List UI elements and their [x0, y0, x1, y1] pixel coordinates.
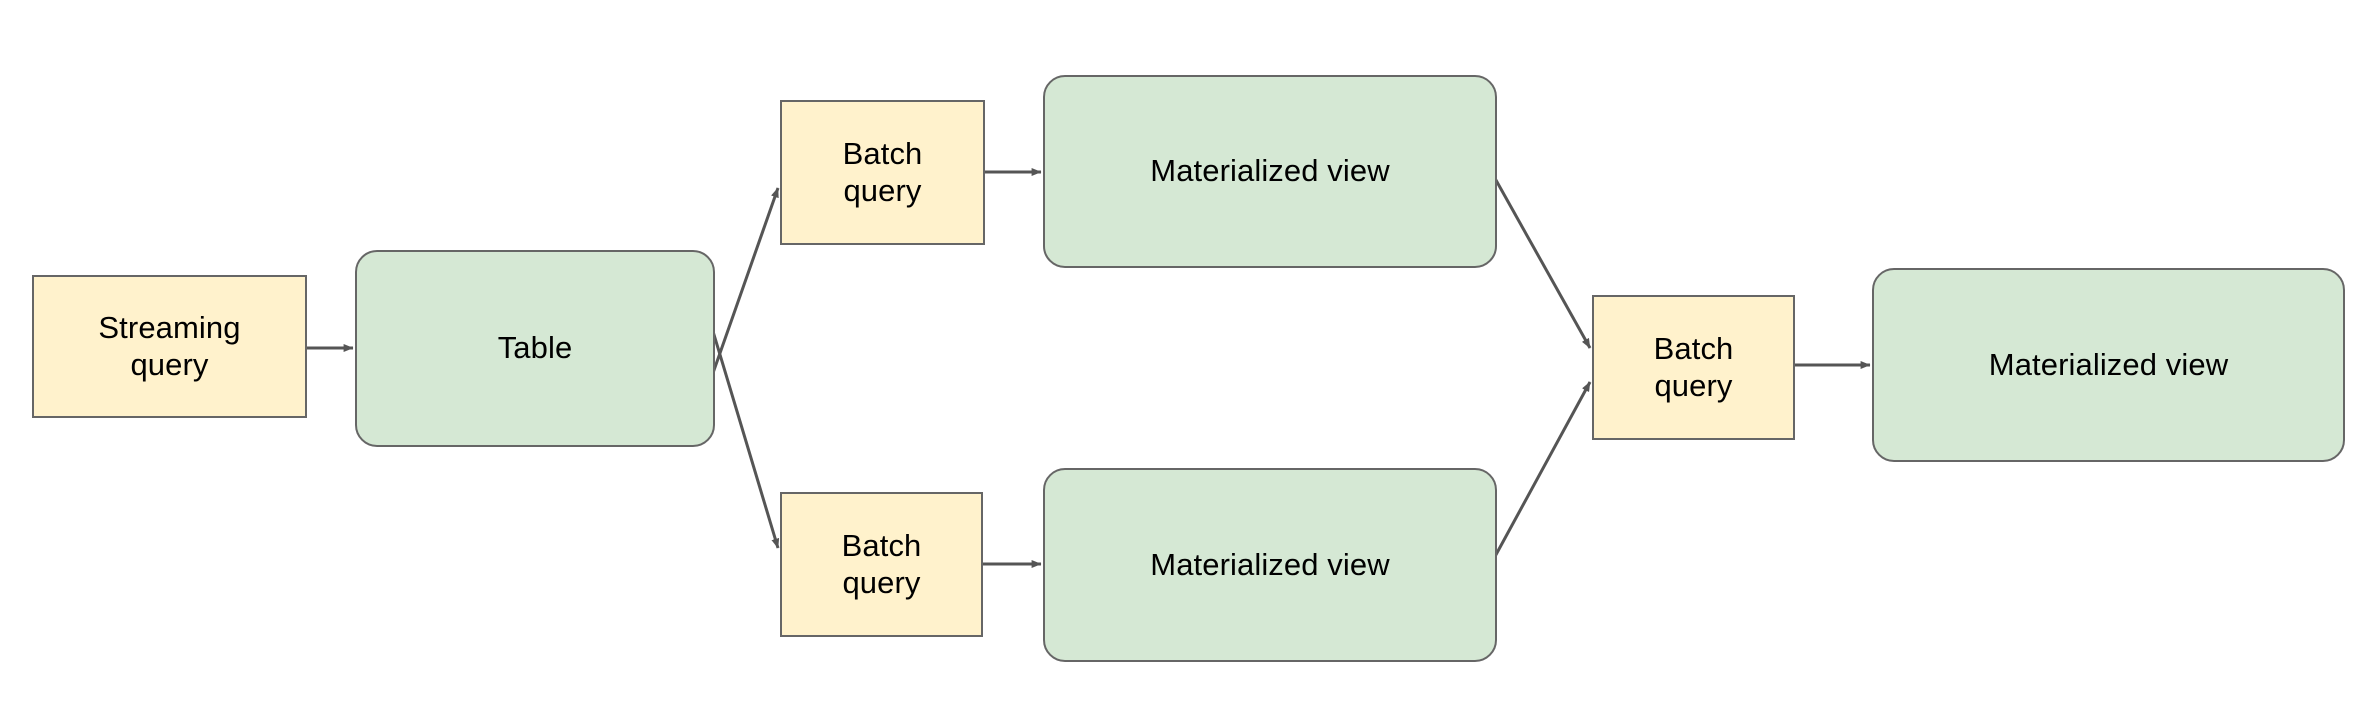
- node-streaming-query-label: Streaming query: [98, 309, 241, 382]
- node-materialized-view-bottom-label: Materialized view: [1150, 546, 1390, 582]
- node-batch-query-middle-label: Batch query: [1653, 330, 1734, 403]
- edge-mv-top-to-batch-query-middle: [1490, 172, 1592, 349]
- node-streaming-query[interactable]: Streaming query: [32, 275, 307, 418]
- node-table-label: Table: [497, 330, 573, 366]
- node-batch-query-top-label: Batch query: [842, 135, 923, 208]
- node-batch-query-top[interactable]: Batch query: [780, 100, 985, 245]
- node-materialized-view-top[interactable]: Materialized view: [1043, 75, 1497, 268]
- node-materialized-view-bottom[interactable]: Materialized view: [1043, 468, 1497, 662]
- node-materialized-view-right[interactable]: Materialized view: [1872, 268, 2345, 462]
- node-table[interactable]: Table: [355, 250, 715, 447]
- node-batch-query-bottom[interactable]: Batch query: [780, 492, 983, 637]
- node-materialized-view-right-label: Materialized view: [1988, 346, 2229, 382]
- edge-mv-bottom-to-batch-query-middle: [1490, 381, 1592, 563]
- node-materialized-view-top-label: Materialized view: [1150, 153, 1390, 189]
- node-batch-query-bottom-label: Batch query: [841, 527, 922, 600]
- node-batch-query-middle[interactable]: Batch query: [1592, 295, 1795, 440]
